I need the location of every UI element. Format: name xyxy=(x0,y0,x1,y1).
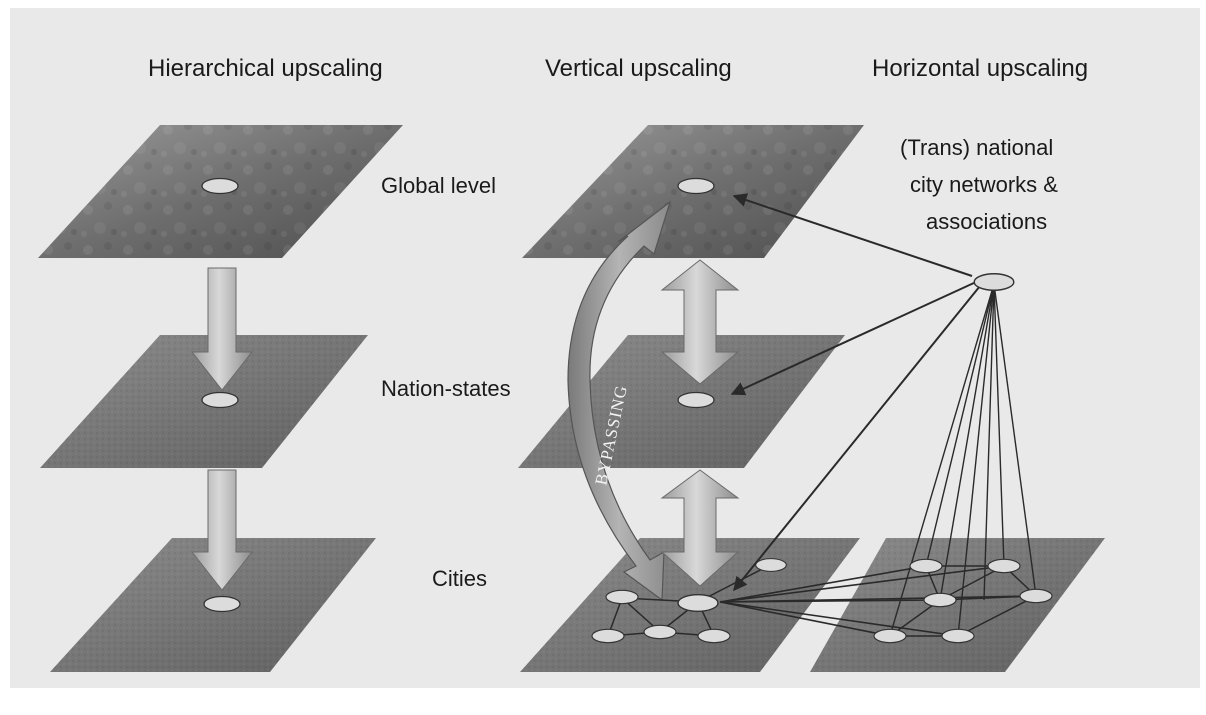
hub-to-global-arrow xyxy=(732,193,973,277)
node-city-right-5 xyxy=(873,628,907,644)
node-city-right-6 xyxy=(941,628,975,644)
node-nation-left xyxy=(201,391,239,409)
network-label-line2: city networks & xyxy=(910,172,1058,197)
node-cities-left xyxy=(203,595,241,613)
double-arrow-nation-cities xyxy=(660,469,740,587)
label-global-level: Global level xyxy=(381,173,496,198)
network-label-line1: (Trans) national xyxy=(900,135,1053,160)
title-vertical: Vertical upscaling xyxy=(545,55,732,82)
hub-to-nation-arrow xyxy=(730,281,977,396)
title-horizontal: Horizontal upscaling xyxy=(872,55,1088,82)
down-arrow-nation-to-cities xyxy=(190,469,254,591)
hierarchical-column xyxy=(38,125,403,672)
title-hierarchical: Hierarchical upscaling xyxy=(148,55,383,82)
label-nation-states: Nation-states xyxy=(381,376,511,401)
node-nation-mid xyxy=(677,391,715,409)
horizontal-column xyxy=(719,193,1105,672)
node-city-right-1 xyxy=(909,558,943,574)
inter-city-lines xyxy=(719,565,1037,637)
bypassing-arrow xyxy=(567,200,672,602)
vertical-column: BYPASSING xyxy=(518,125,864,672)
double-arrow-global-nation xyxy=(660,259,740,385)
node-city-mid-5 xyxy=(755,558,787,572)
down-arrow-global-to-nation xyxy=(190,267,254,391)
node-city-right-4 xyxy=(1019,588,1053,604)
node-city-right-3 xyxy=(923,592,957,608)
node-city-mid-3 xyxy=(643,624,677,640)
node-city-mid-main xyxy=(677,593,719,613)
node-city-mid-4 xyxy=(697,628,731,644)
node-city-right-2 xyxy=(987,558,1021,574)
node-global-mid xyxy=(677,177,715,195)
node-city-mid-2 xyxy=(591,628,625,644)
hub-to-city-arrow xyxy=(733,285,981,592)
node-city-mid-1 xyxy=(605,589,639,605)
node-network-hub xyxy=(973,273,1015,291)
hub-fan-lines xyxy=(889,283,1037,637)
node-global-left xyxy=(201,177,239,195)
label-cities: Cities xyxy=(432,566,487,591)
network-label-line3: associations xyxy=(926,209,1047,234)
